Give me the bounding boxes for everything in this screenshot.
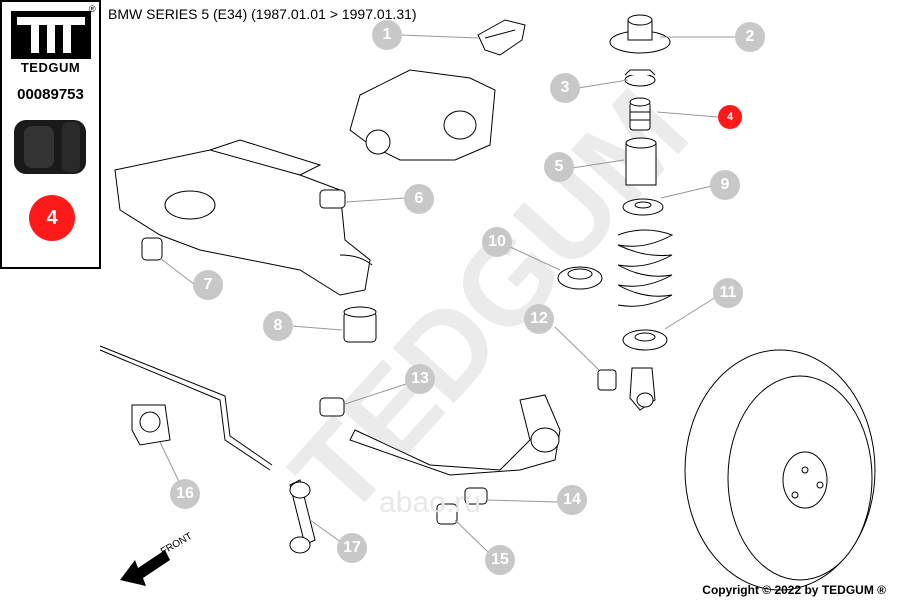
shock-lower-eye bbox=[629, 367, 656, 411]
callout-14[interactable]: 14 bbox=[557, 485, 587, 515]
copyright: Copyright © 2022 by TEDGUM ® bbox=[702, 583, 886, 597]
callout-2[interactable]: 2 bbox=[735, 22, 765, 52]
trailing-arm bbox=[349, 394, 561, 476]
callout-13[interactable]: 13 bbox=[405, 364, 435, 394]
registered-mark: ® bbox=[89, 4, 96, 14]
part-6-bushing bbox=[319, 189, 346, 209]
callout-6[interactable]: 6 bbox=[404, 184, 434, 214]
coil-spring bbox=[617, 229, 674, 307]
front-arrow: FRONT bbox=[120, 531, 194, 586]
callout-9[interactable]: 9 bbox=[710, 170, 740, 200]
rear-subframe bbox=[114, 139, 373, 296]
differential-housing bbox=[349, 69, 496, 161]
brand-name: TEDGUM bbox=[20, 60, 81, 75]
part-photo bbox=[6, 114, 96, 180]
wheel bbox=[684, 349, 876, 591]
part-number: 00089753 bbox=[17, 86, 84, 103]
part-5-dust-tube bbox=[625, 137, 657, 186]
callout-4-selected[interactable]: 4 bbox=[718, 105, 742, 129]
callout-10[interactable]: 10 bbox=[482, 227, 512, 257]
part-12-bushing bbox=[597, 369, 617, 391]
callout-15[interactable]: 15 bbox=[485, 545, 515, 575]
callout-1[interactable]: 1 bbox=[372, 20, 402, 50]
callout-11[interactable]: 11 bbox=[713, 278, 743, 308]
part-17-link bbox=[289, 479, 316, 554]
part-10-bearing bbox=[557, 266, 603, 290]
callout-12[interactable]: 12 bbox=[524, 304, 554, 334]
leader-lines bbox=[159, 34, 738, 553]
part-9-spring-pad bbox=[622, 198, 664, 216]
vehicle-title: BMW SERIES 5 (E34) (1987.01.01 > 1997.01… bbox=[108, 6, 417, 22]
part-15-bushing bbox=[436, 503, 458, 525]
front-label: FRONT bbox=[159, 531, 194, 558]
callout-3[interactable]: 3 bbox=[550, 73, 580, 103]
part-14-bushing bbox=[464, 487, 488, 505]
callout-16[interactable]: 16 bbox=[170, 479, 200, 509]
abao-watermark: abao.ru bbox=[379, 486, 481, 519]
selected-position-badge: 4 bbox=[29, 195, 75, 241]
tedgum-logo bbox=[11, 11, 91, 59]
anti-roll-bar bbox=[99, 345, 273, 471]
part-3-cup bbox=[624, 69, 656, 87]
part-7-bushing bbox=[141, 237, 163, 261]
callout-7[interactable]: 7 bbox=[193, 270, 223, 300]
part-11-spring-seat bbox=[622, 329, 668, 351]
part-13-bushing bbox=[319, 397, 345, 417]
part-2-strut-mount bbox=[609, 14, 671, 54]
part-4-bump-stop bbox=[629, 97, 651, 131]
part-1-bracket bbox=[477, 19, 526, 56]
part-sidebar: ® TEDGUM 00089753 4 bbox=[0, 0, 101, 269]
part-8-bushing bbox=[343, 306, 377, 343]
callout-17[interactable]: 17 bbox=[337, 533, 367, 563]
callout-5[interactable]: 5 bbox=[544, 152, 574, 182]
callout-8[interactable]: 8 bbox=[263, 311, 293, 341]
part-16-bracket bbox=[131, 404, 171, 446]
